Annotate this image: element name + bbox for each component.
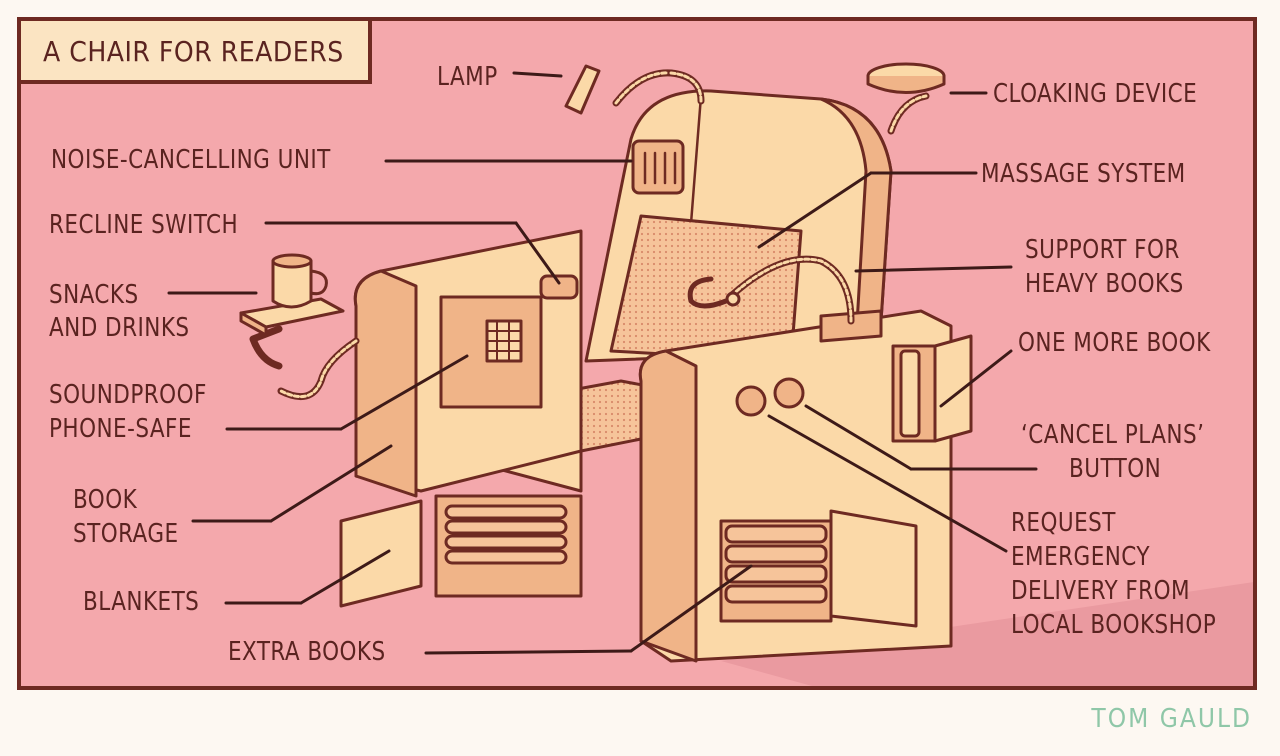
cancel-plans-button [737,387,765,415]
comic-panel: A CHAIR FOR READERS LAMP CLOAKING DEVICE… [17,17,1257,690]
label-phone-safe-line1: SOUNDPROOF [49,379,207,411]
label-extra-books: EXTRA BOOKS [228,636,386,668]
artist-signature: TOM GAULD [1091,704,1252,734]
label-book-storage-line2: STORAGE [73,518,179,550]
label-snacks-line2: AND DRINKS [49,312,190,344]
left-door [341,501,421,606]
support-claw [727,293,739,305]
label-request-line1: REQUEST [1011,507,1116,539]
label-support-line2: HEAVY BOOKS [1025,268,1184,300]
title: A CHAIR FOR READERS [43,35,344,68]
label-cloaking-device: CLOAKING DEVICE [993,78,1197,110]
label-blankets: BLANKETS [83,586,199,618]
label-noise-cancelling-unit: NOISE-CANCELLING UNIT [51,144,331,176]
emergency-delivery-button [775,379,803,407]
label-request-line4: LOCAL BOOKSHOP [1011,609,1216,641]
label-recline-switch: RECLINE SWITCH [49,209,238,241]
label-massage-system: MASSAGE SYSTEM [981,158,1186,190]
recline-switch [541,276,577,298]
label-lamp: LAMP [437,61,498,93]
label-phone-safe-line2: PHONE-SAFE [49,413,192,445]
label-request-line3: DELIVERY FROM [1011,575,1190,607]
title-box: A CHAIR FOR READERS [21,21,372,84]
label-one-more-book: ONE MORE BOOK [1018,327,1211,359]
label-request-line2: EMERGENCY [1011,541,1150,573]
label-snacks-line1: SNACKS [49,279,139,311]
right-door [831,511,916,626]
label-support-line1: SUPPORT FOR [1025,234,1180,266]
label-book-storage-line1: BOOK [73,484,137,516]
label-cancel-plans-line1: ‘CANCEL PLANS’ [1021,419,1204,451]
label-cancel-plans-line2: BUTTON [1069,453,1161,485]
